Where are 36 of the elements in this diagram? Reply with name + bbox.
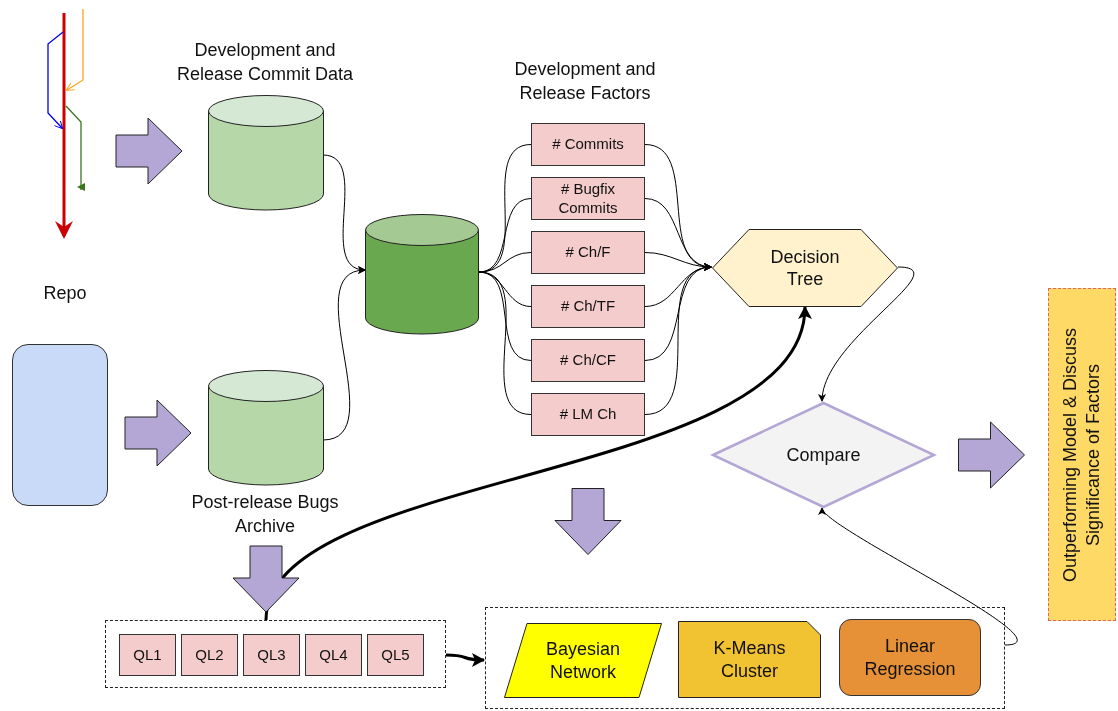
arrow xyxy=(821,507,1017,646)
cylinder-heading: Development and Release Commit Data xyxy=(176,40,354,84)
shape-label: Decision Tree xyxy=(769,245,841,291)
level-box: QL3 xyxy=(243,634,300,676)
block-arrow xyxy=(958,421,1025,489)
dashed-group xyxy=(485,607,1005,709)
section-heading: Development and Release Factors xyxy=(514,59,656,103)
model-box: Linear Regression xyxy=(839,619,981,696)
arrow xyxy=(264,306,809,621)
arrow xyxy=(819,266,915,402)
factor-box: # LM Ch xyxy=(531,393,645,436)
shape-label: K-Means Cluster xyxy=(712,637,787,682)
factor-box: # Bugfix Commits xyxy=(531,177,645,220)
result-box xyxy=(1048,288,1116,621)
arrow xyxy=(322,267,366,441)
shape-label: Compare xyxy=(786,443,861,467)
factor-box: # Ch/F xyxy=(531,231,645,274)
block-arrow xyxy=(124,399,192,467)
result-label: Outperforming Model & Discuss Significance of Factors xyxy=(1060,327,1103,582)
level-box: QL2 xyxy=(181,634,238,676)
level-box: QL1 xyxy=(119,634,176,676)
cylinder-heading: Post-release Bugs Archive xyxy=(191,492,339,536)
dashed-group xyxy=(105,620,446,688)
node-label: Repo xyxy=(43,283,87,303)
block-arrow xyxy=(232,545,300,613)
factor-box: # Ch/CF xyxy=(531,339,645,382)
factor-box: # Ch/TF xyxy=(531,285,645,328)
block-arrow xyxy=(115,117,183,185)
shape-label: Bayesian Network xyxy=(544,638,622,683)
level-box: QL4 xyxy=(305,634,362,676)
factor-box: # Commits xyxy=(531,123,645,166)
level-box: QL5 xyxy=(367,634,424,676)
arrow xyxy=(644,264,712,415)
source-box xyxy=(12,344,108,506)
arrow xyxy=(445,652,485,667)
block-arrow xyxy=(554,488,622,555)
